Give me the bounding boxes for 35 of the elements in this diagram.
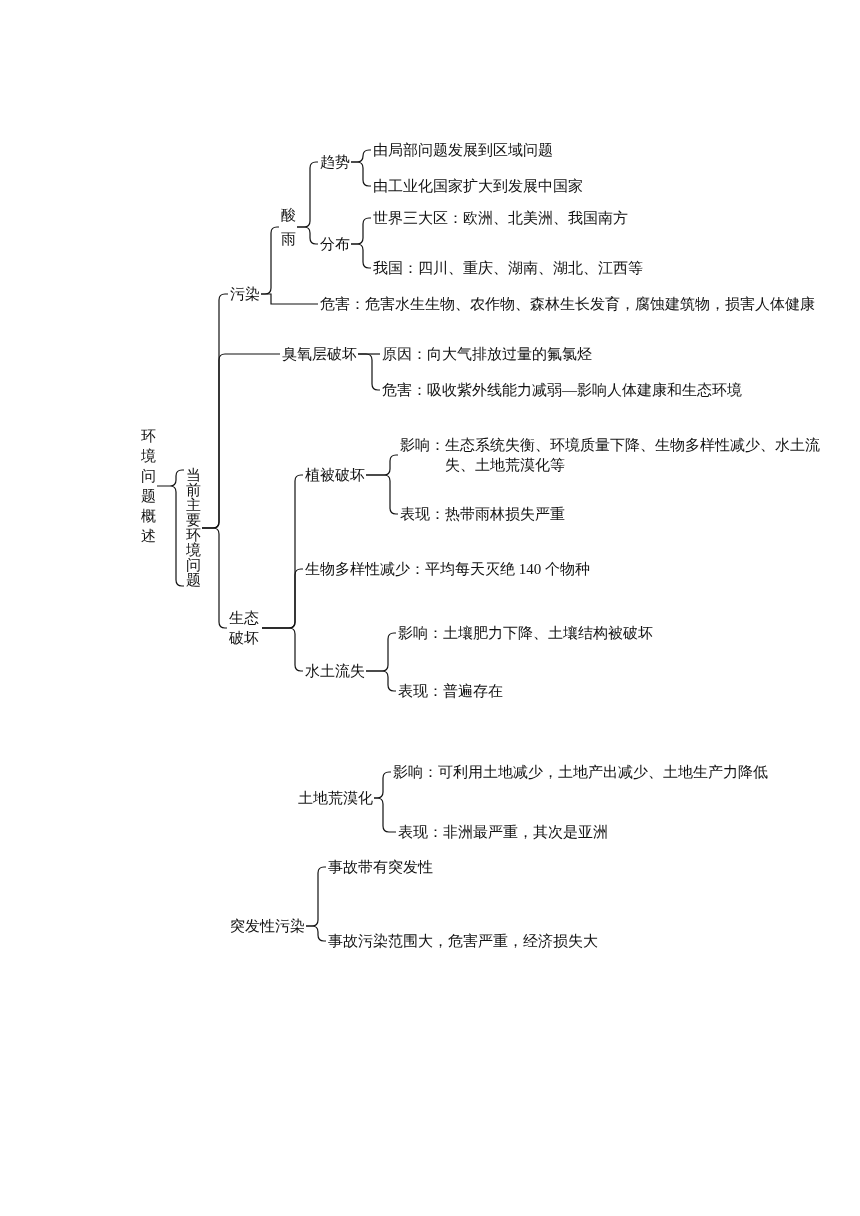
topic-text: 事故污染范围大，危害严重，经济损失大 <box>328 931 598 951</box>
topic-text: 由工业化国家扩大到发展中国家 <box>373 176 583 196</box>
topic-text: 危害：吸收紫外线能力减弱—影响人体建康和生态环境 <box>382 380 742 400</box>
topic-text: 我国：四川、重庆、湖南、湖北、江西等 <box>373 258 643 278</box>
topic-text: 生物多样性减少：平均每天灭绝 140 个物种 <box>305 559 590 579</box>
topic-text: 臭氧层破坏 <box>282 344 357 364</box>
brace <box>260 293 319 305</box>
topic-text: 影响：土壤肥力下降、土壤结构被破坏 <box>398 623 653 643</box>
topic-text: 环境问题概述 <box>141 426 156 546</box>
topic-text: 分布 <box>320 234 350 254</box>
topic-text: 土地荒漠化 <box>298 788 373 808</box>
topic-text: 原因：向大气排放过量的氟氯烃 <box>382 344 592 364</box>
topic-text: 突发性污染 <box>230 916 305 936</box>
topic-text: 植被破坏 <box>305 465 365 485</box>
topic-text: 当前主要环境问题 <box>186 468 201 588</box>
topic-text: 趋势 <box>320 152 350 172</box>
brace <box>350 161 372 187</box>
brace <box>365 670 397 692</box>
topic-text: 污染 <box>230 284 260 304</box>
topic-text: 生态破坏 <box>229 608 261 648</box>
topic-text: 酸雨 <box>281 203 296 251</box>
brace <box>156 469 185 587</box>
brace <box>350 243 372 269</box>
topic-text: 表现：普遍存在 <box>398 681 503 701</box>
topic-text: 表现：非洲最严重，其次是亚洲 <box>398 822 608 842</box>
brace <box>296 226 319 245</box>
topic-text: 世界三大区：欧洲、北美洲、我国南方 <box>373 208 628 228</box>
topic-text: 由局部问题发展到区域问题 <box>373 140 553 160</box>
topic-text: 水土流失 <box>305 661 365 681</box>
topic-text: 表现：热带雨林损失严重 <box>400 504 565 524</box>
topic-text: 影响：生态系统失衡、环境质量下降、生物多样性减少、水土流失、土地荒漠化等 <box>400 435 820 475</box>
brace <box>305 925 327 942</box>
topic-text: 事故带有突发性 <box>328 857 433 877</box>
topic-text: 危害：危害水生生物、农作物、森林生长发育，腐蚀建筑物，损害人体健康 <box>320 294 815 314</box>
topic-text: 影响：可利用土地减少，土地产出减少、土地生产力降低 <box>393 762 768 782</box>
